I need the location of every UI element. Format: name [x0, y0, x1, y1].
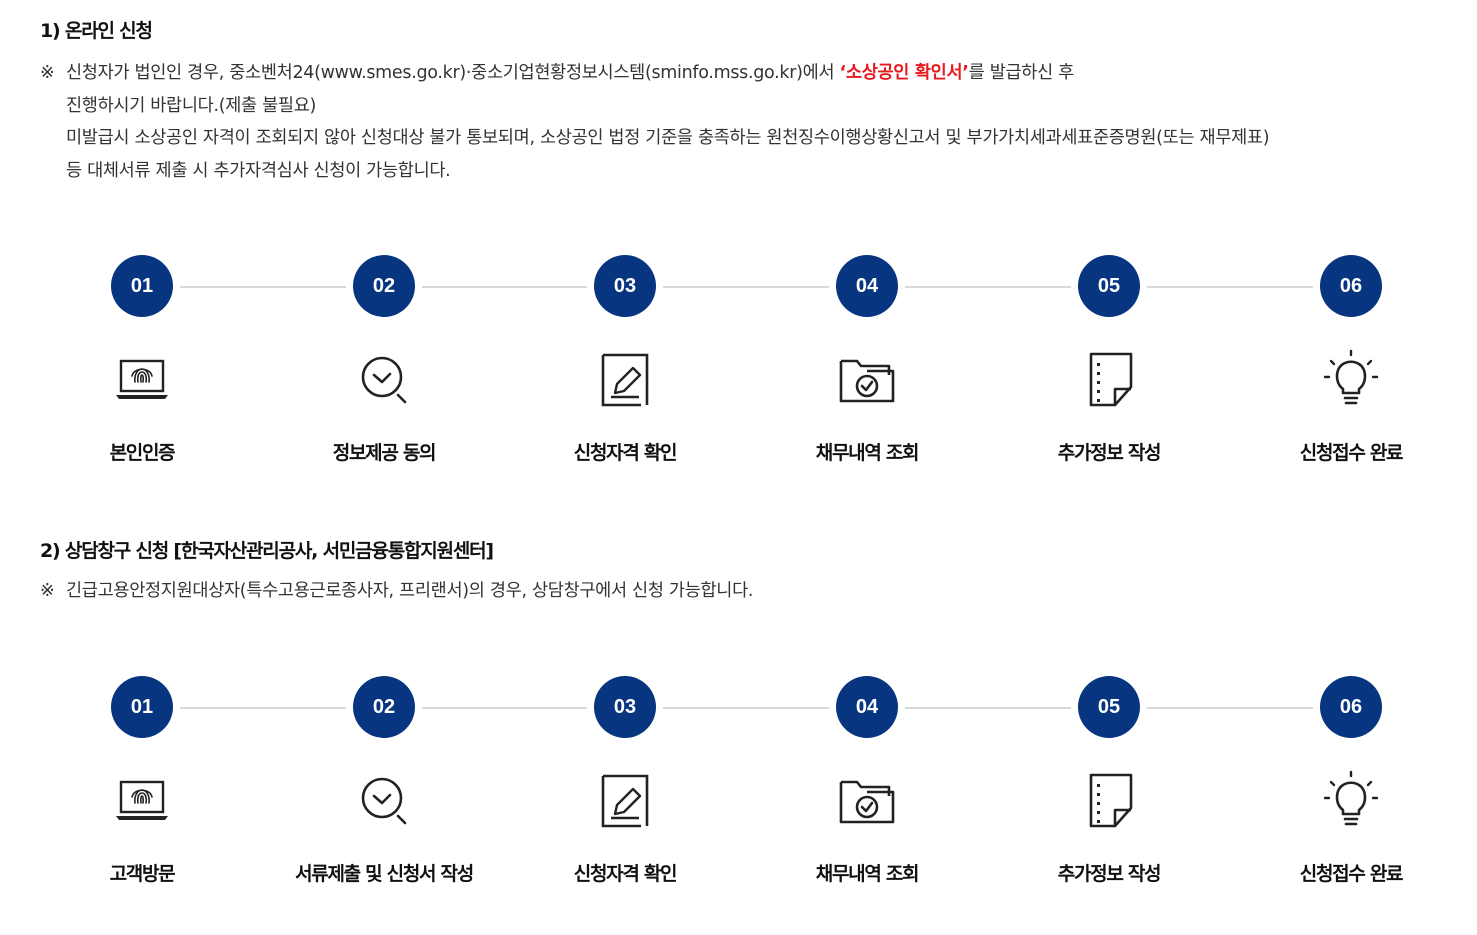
search-check-icon	[354, 770, 414, 830]
section-title-counter: 2) 상담창구 신청 [한국자산관리공사, 서민금융통합지원센터]	[40, 540, 494, 562]
step-connector	[1147, 286, 1313, 288]
step-number-badge: 06	[1320, 255, 1382, 317]
step-label: 고객방문	[109, 863, 176, 885]
step-number-badge: 04	[836, 255, 898, 317]
step-number-badge: 05	[1078, 255, 1140, 317]
lightbulb-icon	[1321, 349, 1381, 409]
process-step: 03 신청자격 확인	[525, 676, 725, 906]
step-connector	[422, 286, 587, 288]
notice-text: 를 발급하신 후	[968, 63, 1075, 83]
step-connector	[663, 286, 829, 288]
laptop-fingerprint-icon	[112, 770, 172, 830]
step-label: 채무내역 조회	[815, 442, 920, 464]
step-label: 본인인증	[109, 442, 176, 464]
step-label: 신청접수 완료	[1299, 863, 1404, 885]
process-step: 01 본인인증	[42, 255, 242, 485]
step-label: 신청자격 확인	[573, 442, 678, 464]
notice-text: 진행하시기 바랍니다.(제출 불필요)	[66, 95, 317, 116]
step-label: 정보제공 동의	[332, 442, 437, 464]
step-label: 추가정보 작성	[1057, 863, 1162, 885]
step-number-badge: 04	[836, 676, 898, 738]
notice-highlight: ‘소상공인 확인서’	[839, 63, 969, 83]
edit-document-icon	[595, 770, 655, 830]
process-step: 06 신청접수 완료	[1251, 676, 1451, 906]
process-step: 04 채무내역 조회	[767, 676, 967, 906]
online-notice: ※ 신청자가 법인인 경우, 중소벤처24(www.smes.go.kr)·중소기…	[40, 57, 1270, 188]
step-number-badge: 03	[594, 676, 656, 738]
lightbulb-icon	[1321, 770, 1381, 830]
section-title-online: 1) 온라인 신청	[40, 20, 153, 42]
laptop-fingerprint-icon	[112, 349, 172, 409]
process-step: 05 추가정보 작성	[1009, 676, 1209, 906]
step-number-badge: 03	[594, 255, 656, 317]
step-label: 신청자격 확인	[573, 863, 678, 885]
notice-line: ※ 신청자가 법인인 경우, 중소벤처24(www.smes.go.kr)·중소기…	[40, 57, 1269, 90]
notice-line: 등 대체서류 제출 시 추가자격심사 신청이 가능합니다.	[40, 155, 1269, 188]
notice-text: 긴급고용안정지원대상자(특수고용근로종사자, 프리랜서)의 경우, 상담창구에서…	[66, 581, 754, 601]
step-connector	[422, 707, 587, 709]
notice-line: 미발급시 소상공인 자격이 조회되지 않아 신청대상 불가 통보되며, 소상공인…	[40, 122, 1270, 155]
step-number-badge: 01	[111, 676, 173, 738]
process-step: 03 신청자격 확인	[525, 255, 725, 485]
search-check-icon	[354, 349, 414, 409]
step-label: 채무내역 조회	[815, 863, 920, 885]
step-connector	[1147, 707, 1313, 709]
step-connector	[663, 707, 829, 709]
step-connector	[180, 707, 346, 709]
process-step: 01 고객방문	[42, 676, 242, 906]
step-connector	[905, 286, 1071, 288]
step-number-badge: 02	[353, 255, 415, 317]
document-dotted-icon	[1079, 349, 1139, 409]
folder-check-icon	[837, 349, 897, 409]
document-dotted-icon	[1079, 770, 1139, 830]
notice-line: 진행하시기 바랍니다.(제출 불필요)	[40, 90, 1269, 123]
step-number-badge: 06	[1320, 676, 1382, 738]
notice-text: 등 대체서류 제출 시 추가자격심사 신청이 가능합니다.	[66, 160, 451, 181]
notice-mark: ※	[40, 581, 55, 601]
step-connector	[905, 707, 1071, 709]
step-number-badge: 02	[353, 676, 415, 738]
step-label: 서류제출 및 신청서 작성	[295, 863, 474, 885]
process-step: 02 서류제출 및 신청서 작성	[284, 676, 484, 906]
notice-text: 미발급시 소상공인 자격이 조회되지 않아 신청대상 불가 통보되며, 소상공인…	[66, 128, 1270, 148]
process-step: 04 채무내역 조회	[767, 255, 967, 485]
step-number-badge: 01	[111, 255, 173, 317]
step-number-badge: 05	[1078, 676, 1140, 738]
step-label: 신청접수 완료	[1299, 442, 1404, 464]
process-step: 02 정보제공 동의	[284, 255, 484, 485]
notice-line: ※ 긴급고용안정지원대상자(특수고용근로종사자, 프리랜서)의 경우, 상담창구에…	[40, 575, 753, 608]
counter-notice: ※ 긴급고용안정지원대상자(특수고용근로종사자, 프리랜서)의 경우, 상담창구에…	[40, 575, 753, 608]
notice-mark: ※	[40, 63, 55, 83]
process-step: 05 추가정보 작성	[1009, 255, 1209, 485]
edit-document-icon	[595, 349, 655, 409]
process-step: 06 신청접수 완료	[1251, 255, 1451, 485]
step-label: 추가정보 작성	[1057, 442, 1162, 464]
notice-text: 신청자가 법인인 경우, 중소벤처24(www.smes.go.kr)·중소기업…	[66, 63, 840, 83]
folder-check-icon	[837, 770, 897, 830]
step-connector	[180, 286, 346, 288]
